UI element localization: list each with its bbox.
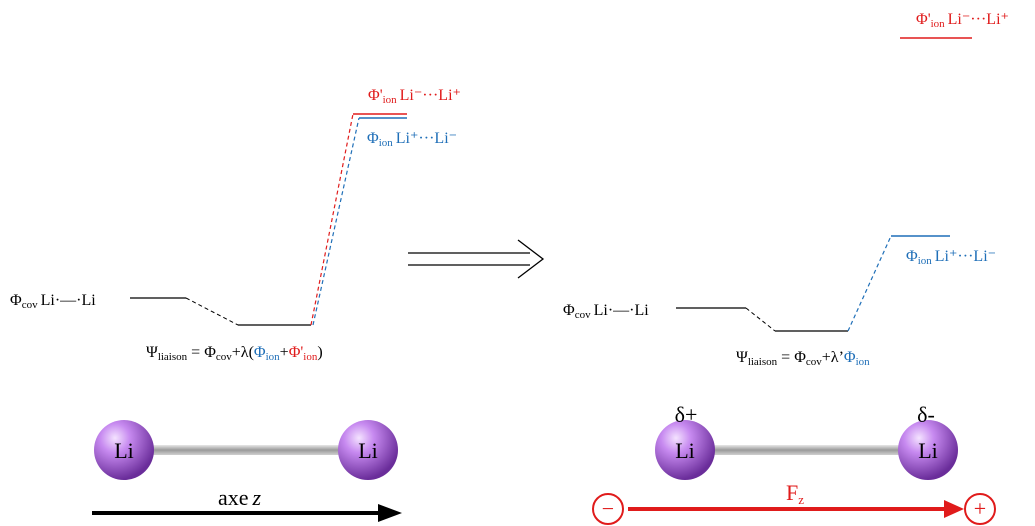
- minus-terminal-icon: [592, 493, 624, 525]
- right-atom-1: [655, 420, 715, 480]
- left-cov-connector: [185, 297, 239, 326]
- left-red-connector: [310, 113, 354, 326]
- left-atom-1-label: Li: [114, 438, 134, 463]
- axis-arrow-head: [378, 504, 402, 522]
- plus-terminal-sign: +: [974, 496, 986, 521]
- right-cov-connector: [745, 307, 776, 332]
- left-bond: [150, 445, 340, 455]
- left-psi-equation: Ψliaison = Φcov+λ(Φion+Φ'ion): [146, 344, 323, 363]
- force-arrow-head: [944, 500, 964, 518]
- left-atom-2: [338, 420, 398, 480]
- right-blue-connector: [847, 235, 892, 332]
- right-atom-2-label: Li: [918, 438, 938, 463]
- implies-arrow: [408, 239, 545, 279]
- right-molecule: Li Li δ+ δ- − + Fz: [592, 402, 996, 525]
- left-atom-1: [94, 420, 154, 480]
- plus-terminal-icon: [964, 493, 996, 525]
- delta-plus-label: δ+: [675, 402, 698, 427]
- minus-terminal-sign: −: [602, 496, 614, 521]
- left-blue-connector: [312, 117, 360, 326]
- right-psi-equation: Ψliaison = Φcov+λ’Φion: [736, 349, 870, 368]
- right-atom-1-label: Li: [675, 438, 695, 463]
- delta-minus-label: δ-: [917, 402, 935, 427]
- right-atom-2: [898, 420, 958, 480]
- right-bond: [710, 445, 905, 455]
- force-label: Fz: [786, 480, 804, 507]
- left-atom-2-label: Li: [358, 438, 378, 463]
